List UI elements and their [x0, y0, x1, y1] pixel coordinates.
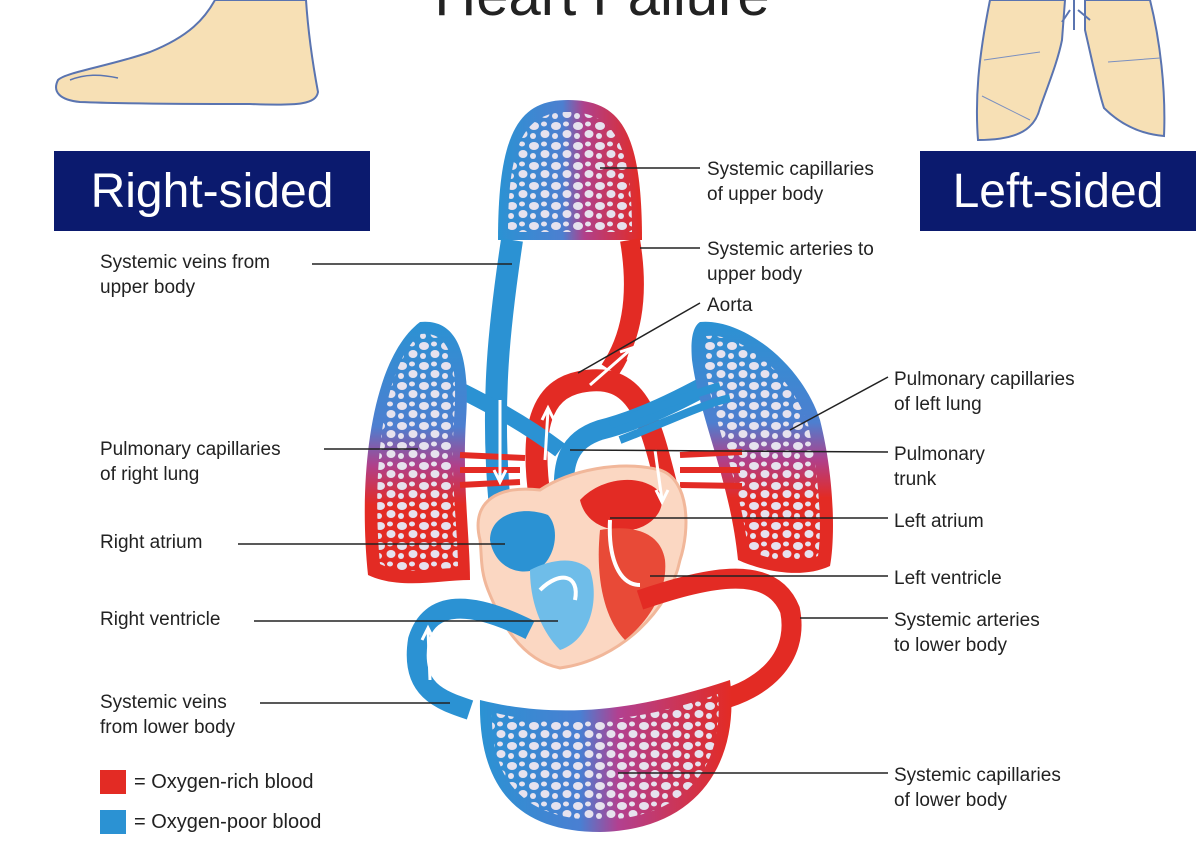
leader-lines — [238, 167, 889, 774]
systemic-veins-lower — [406, 598, 535, 720]
heart — [476, 464, 688, 670]
legend-oxygen-poor: = Oxygen-poor blood — [100, 810, 321, 834]
page-title: Heart Failure — [0, 0, 1204, 29]
legend-swatch-red — [100, 770, 126, 794]
systemic-arteries-lower — [636, 568, 802, 710]
label-right-atrium: Right atrium — [100, 532, 203, 553]
flow-arrows — [420, 345, 670, 681]
label-left-ventricle: Left ventricle — [894, 568, 1002, 589]
label-left-atrium: Left atrium — [894, 511, 984, 532]
right-lung — [364, 321, 470, 584]
right-atrium-shape — [490, 511, 555, 572]
label-aorta: Aorta — [707, 295, 753, 316]
label-right-ventricle: Right ventricle — [100, 609, 221, 630]
upper-body-capillaries — [498, 100, 642, 240]
legend-swatch-blue — [100, 810, 126, 834]
left-lung — [691, 321, 833, 573]
left-sided-header: Left-sided — [920, 151, 1196, 231]
legend-oxygen-rich: = Oxygen-rich blood — [100, 770, 314, 794]
arteries-upper — [601, 238, 644, 376]
legend-label: = Oxygen-poor blood — [134, 810, 322, 833]
right-sided-header: Right-sided — [54, 151, 370, 231]
legend-label: = Oxygen-rich blood — [134, 770, 314, 793]
lower-body-capillaries — [479, 680, 732, 832]
